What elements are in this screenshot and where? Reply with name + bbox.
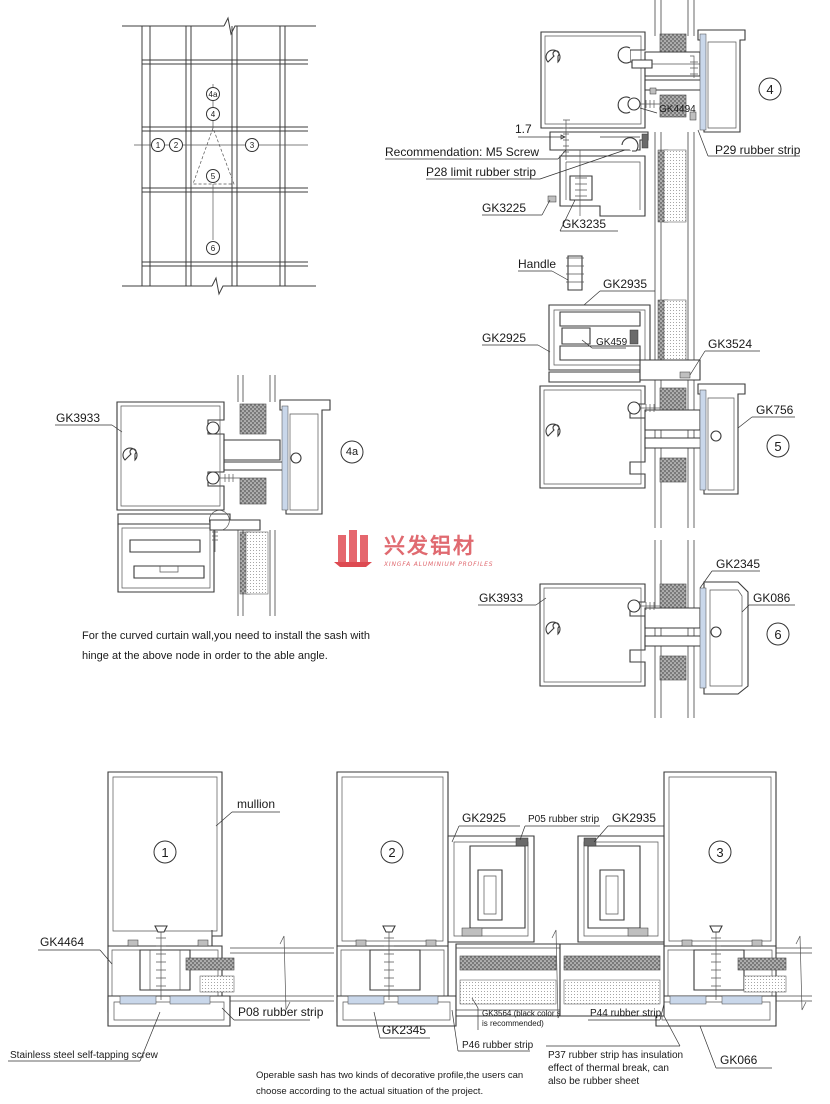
detail-4-circle	[758, 77, 782, 101]
detail-4a-number: 4a	[346, 446, 359, 458]
dim-1-7: 1.7	[515, 122, 532, 136]
gk3235-label: GK3235	[562, 217, 606, 231]
gk2925-label-5: GK2925	[482, 331, 526, 345]
detail-4-number: 4	[766, 82, 773, 97]
detail-5-labels: Handle GK2935 GK2925 GK459 GK3524 GK756 …	[482, 257, 795, 458]
logo-mark-icon	[338, 530, 368, 562]
gk2345-label-6: GK2345	[716, 557, 760, 571]
gk3933-label-4a: GK3933	[56, 411, 100, 425]
gk086-label: GK086	[753, 591, 791, 605]
marker-6-label: 6	[211, 244, 216, 253]
detail-6-section	[539, 540, 749, 718]
marker-4	[206, 107, 220, 121]
marker-1	[151, 138, 165, 152]
plan-2-section	[336, 771, 660, 1027]
plan-3-number: 3	[716, 845, 723, 860]
p37-label-line1: P37 rubber strip has insulation	[548, 1050, 683, 1061]
gk459-label: GK459	[596, 337, 628, 348]
gk066-label: GK066	[720, 1053, 758, 1067]
detail-6-labels: GK3933 GK2345 GK086 6	[478, 557, 795, 646]
detail-4-labels: GK4494 1.7 Recommendation: M5 Screw P29 …	[385, 77, 801, 232]
gk2935-label-5: GK2935	[603, 277, 647, 291]
logo-text: 兴发铝材	[384, 534, 476, 558]
gk3564-label-line1: GK3564 (black color surface	[482, 1009, 583, 1018]
p29-label: P29 rubber strip	[715, 143, 801, 157]
detail-6-number: 6	[774, 627, 781, 642]
detail-4a-labels: GK3933 4a	[55, 411, 364, 464]
marker-6	[206, 241, 220, 255]
elevation-markers: 4a 4 1 2 3 5 6	[151, 87, 259, 255]
marker-2-label: 2	[174, 141, 179, 150]
marker-4a-label: 4a	[209, 90, 218, 99]
gk2935-label-plan: GK2935	[612, 811, 656, 825]
brand-logo: 兴发铝材 XINGFA ALUMINIUM PROFILES	[334, 530, 493, 568]
p08-label: P08 rubber strip	[238, 1005, 324, 1019]
marker-3-label: 3	[250, 141, 255, 150]
gk3524-label: GK3524	[708, 337, 752, 351]
plan-1-number: 1	[161, 845, 168, 860]
plan-2-number: 2	[388, 845, 395, 860]
gk4494-label: GK4494	[659, 104, 696, 115]
marker-5-label: 5	[211, 172, 216, 181]
plan-2-labels: GK2925 P05 rubber strip GK2345 GK3564 (b…	[373, 811, 600, 1052]
plan-1-section	[107, 771, 334, 1027]
p37-label-line3: also be rubber sheet	[548, 1076, 639, 1087]
marker-3	[245, 138, 259, 152]
detail-4a-note: For the curved curtain wall,you need to …	[82, 630, 370, 662]
gk756-label: GK756	[756, 403, 794, 417]
plan-3-section	[559, 771, 812, 1027]
logo-subtitle: XINGFA ALUMINIUM PROFILES	[383, 561, 493, 568]
gk2345-label-plan: GK2345	[382, 1023, 426, 1037]
detail-4-section	[540, 0, 746, 256]
p44-label: P44 rubber strip	[590, 1008, 662, 1019]
marker-5	[206, 169, 220, 183]
plan-1-labels: mullion GK4464 P08 rubber strip Stainles…	[8, 797, 324, 1062]
detail-5-circle	[766, 434, 790, 458]
elevation-grid	[122, 16, 316, 296]
plan-3-circle	[708, 840, 732, 864]
gk2925-label-plan: GK2925	[462, 811, 506, 825]
screw-recommendation: Recommendation: M5 Screw	[385, 145, 539, 159]
detail-5-section	[539, 255, 746, 528]
gk3564-label-line2: is recommended)	[482, 1019, 544, 1028]
gk3933-label-6: GK3933	[479, 591, 523, 605]
marker-2	[169, 138, 183, 152]
mullion-label: mullion	[237, 797, 275, 811]
p37-label-line2: effect of thermal break, can	[548, 1063, 669, 1074]
detail-4a-circle	[340, 440, 364, 464]
p46-label: P46 rubber strip	[462, 1040, 534, 1051]
marker-1-label: 1	[156, 141, 161, 150]
gk3225-label: GK3225	[482, 201, 526, 215]
marker-4-label: 4	[211, 110, 216, 119]
marker-4a	[206, 87, 220, 101]
plan-2-circle	[380, 840, 404, 864]
plan-1-circle	[153, 840, 177, 864]
screw-label: Stainless steel self-tapping screw	[10, 1050, 159, 1061]
handle-label: Handle	[518, 257, 556, 271]
p05-label: P05 rubber strip	[528, 814, 600, 825]
detail-6-circle	[766, 622, 790, 646]
detail-4a-section	[116, 375, 331, 616]
p28-label: P28 limit rubber strip	[426, 165, 536, 179]
footer-note: Operable sash has two kinds of decorativ…	[256, 1070, 524, 1097]
plan-3-labels: GK2935 P44 rubber strip P37 rubber strip…	[546, 811, 772, 1087]
gk4464-label: GK4464	[40, 935, 84, 949]
detail-5-number: 5	[774, 439, 781, 454]
